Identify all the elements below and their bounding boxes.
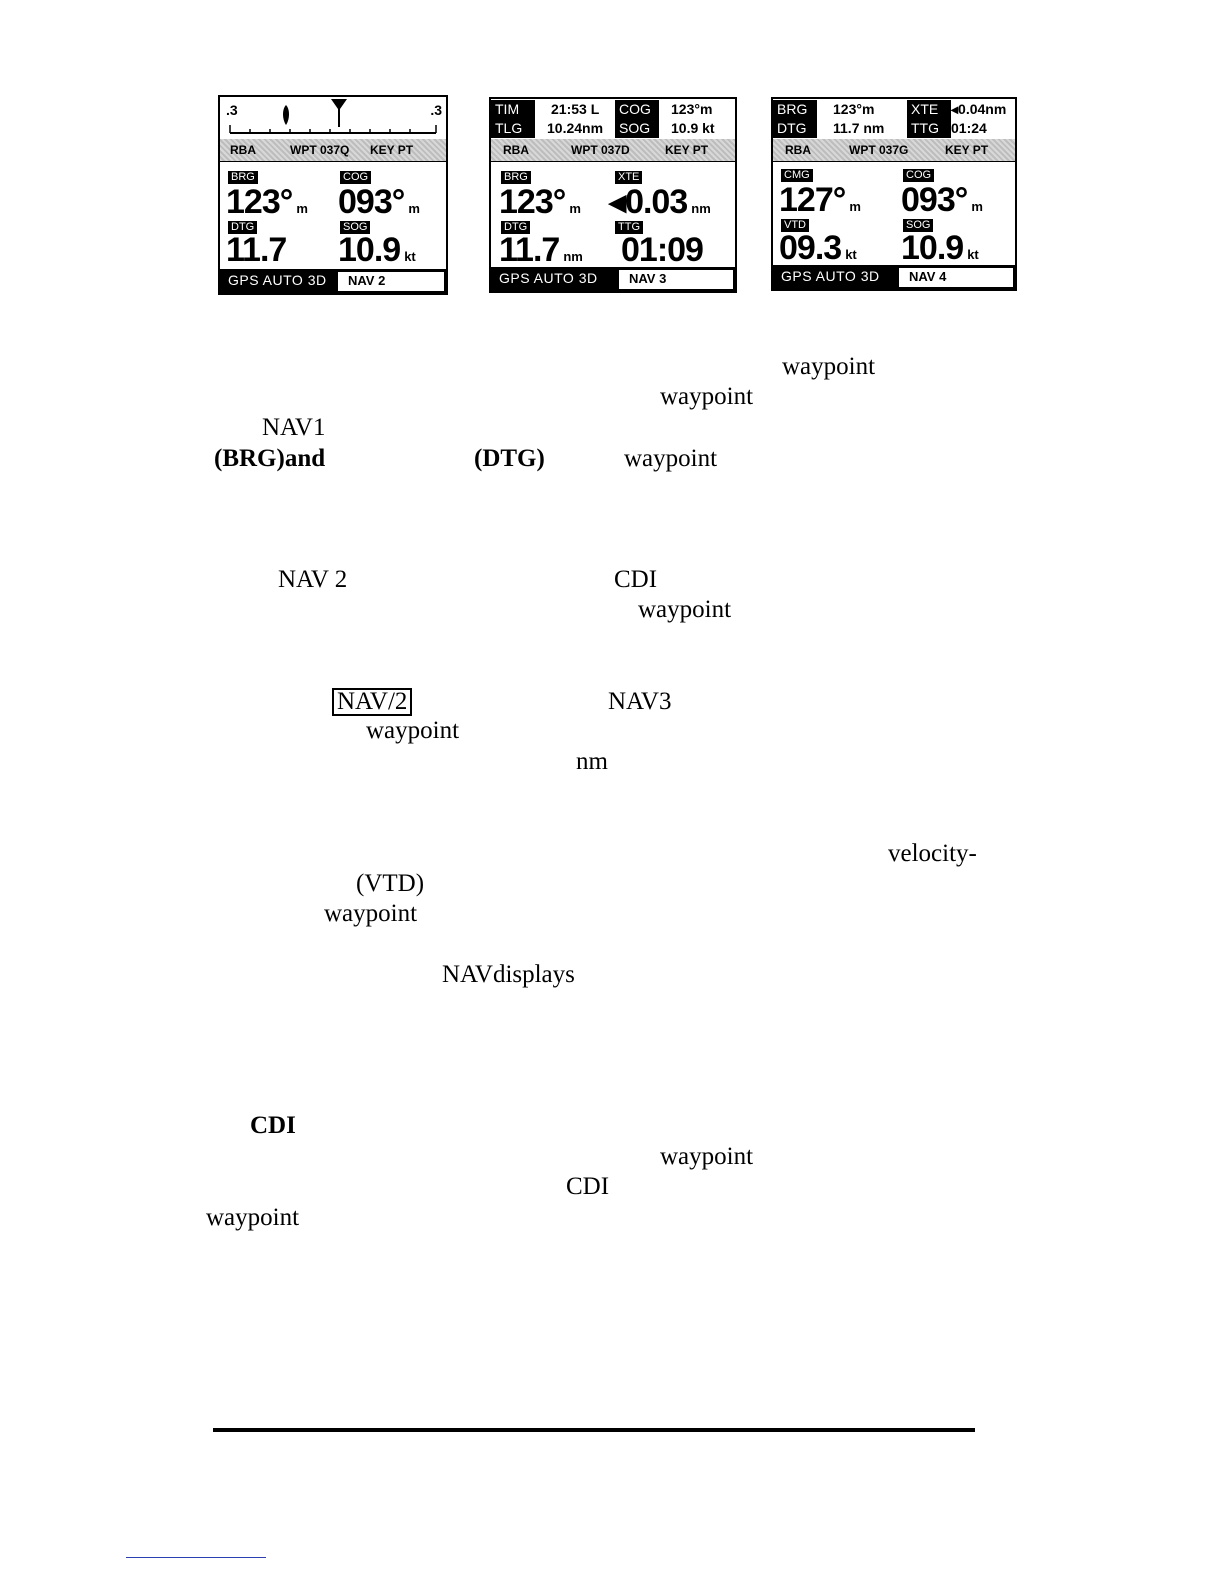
bearing-value: 123°m [226,183,308,221]
field-label: VTD [781,219,809,232]
text-fragment: nm [576,748,608,775]
text-fragment: waypoint [206,1204,300,1231]
course-value: 093°m [338,183,420,221]
footer-link-underline [126,1557,266,1558]
field-label: TIM [491,100,535,119]
ttg-value: 01:24 [951,120,987,136]
text-fragment: (BRG)and [214,445,326,472]
route-bar: RBA WPT 037D KEY PT [491,139,735,162]
route-to: KEY PT [370,143,414,157]
field-label: BRG [773,100,817,119]
gps-status: GPS AUTO 3D [781,268,880,284]
ttg-value: 01:09 [621,231,704,269]
nav-key: NAV/2 [332,687,413,717]
field-label: DTG [501,221,531,234]
field-label: DTG [773,119,817,138]
text-fragment: velocity- [888,840,977,867]
field-label: BRG [228,171,258,184]
nav4-display: BRG 123°m XTE ◂0.04nm DTG 11.7 nm TTG 01… [771,97,1017,291]
nav-page-indicator: NAV 2 [338,272,444,291]
text-fragment: waypoint [660,1143,754,1170]
nav3-display: TIM 21:53 L COG 123°m TLG 10.24nm SOG 10… [489,97,737,293]
text-fragment: (DTG) [474,445,545,472]
status-bar: GPS AUTO 3D NAV 2 [220,269,446,293]
field-label: DTG [228,221,258,234]
text-fragment: CDI [250,1112,296,1139]
text-fragment: (VTD) [356,870,425,897]
cdi-scale-left: .3 [226,102,238,118]
text-fragment: waypoint [624,445,718,472]
route-to: KEY PT [665,143,709,157]
cog-value: 123°m [671,101,713,117]
field-label: SOG [615,119,659,138]
brg-value: 123°m [833,101,875,117]
cdi-scale-graphic [229,99,437,134]
route-waypoint: WPT 037Q [290,143,350,157]
cdi-scale-right: .3 [430,102,442,118]
field-label: XTE [615,171,643,184]
route-waypoint: WPT 037D [571,143,630,157]
route-bar: RBA WPT 037Q KEY PT [220,139,446,162]
route-to: KEY PT [945,143,989,157]
field-label: BRG [501,171,531,184]
text-fragment: waypoint [782,353,876,380]
time-value: 21:53 L [551,101,600,117]
dtg-value: 11.7 nm [833,120,885,136]
cog-value: 093°m [901,181,983,219]
text-fragment: waypoint [638,596,732,623]
field-label: SOG [340,221,371,234]
cmg-value: 127°m [779,181,861,219]
text-fragment: waypoint [324,900,418,927]
tlg-value: 10.24nm [547,120,604,136]
route-bar: RBA WPT 037G KEY PT [773,139,1015,162]
field-label: COG [903,169,935,182]
field-label: TTG [907,119,951,138]
nav-page-indicator: NAV 4 [899,268,1013,287]
cdi-scale: .3 .3 [220,97,446,140]
text-fragment: NAVdisplays [442,961,575,988]
text-fragment: waypoint [660,383,754,410]
text-fragment: CDI [614,566,658,593]
field-label: XTE [907,100,951,119]
bearing-value: 123°m [499,183,581,221]
route-waypoint: WPT 037G [849,143,909,157]
field-label: TLG [491,119,535,138]
field-label: SOG [903,219,934,232]
text-fragment: waypoint [366,717,460,744]
text-fragment: NAV1 [262,414,326,441]
route-from: RBA [785,143,811,157]
footer-rule [213,1428,975,1432]
status-bar: GPS AUTO 3D NAV 4 [773,265,1015,289]
nav2-display: .3 .3 RBA WPT 037Q KEY PT BRG 123°m COG … [218,95,448,295]
field-label: CMG [781,169,813,182]
header-fields: TIM 21:53 L COG 123°m TLG 10.24nm SOG 10… [491,99,735,140]
field-label: COG [340,171,372,184]
xte-value: ◂0.04nm [951,101,1007,117]
status-bar: GPS AUTO 3D NAV 3 [491,267,735,291]
text-fragment: NAV 2 [278,566,348,593]
nav-page-indicator: NAV 3 [619,270,733,289]
field-label: COG [615,100,659,119]
gps-status: GPS AUTO 3D [228,272,327,288]
text-fragment: CDI [566,1173,610,1200]
header-fields: BRG 123°m XTE ◂0.04nm DTG 11.7 nm TTG 01… [773,99,1015,140]
route-from: RBA [230,143,256,157]
gps-status: GPS AUTO 3D [499,270,598,286]
sog-value: 10.9 kt [671,120,715,136]
boat-icon [283,105,289,125]
field-label: TTG [615,221,643,234]
text-fragment: NAV3 [608,688,672,715]
distance-value: 11.7 [226,231,287,269]
course-pointer-icon [331,99,347,127]
route-from: RBA [503,143,529,157]
